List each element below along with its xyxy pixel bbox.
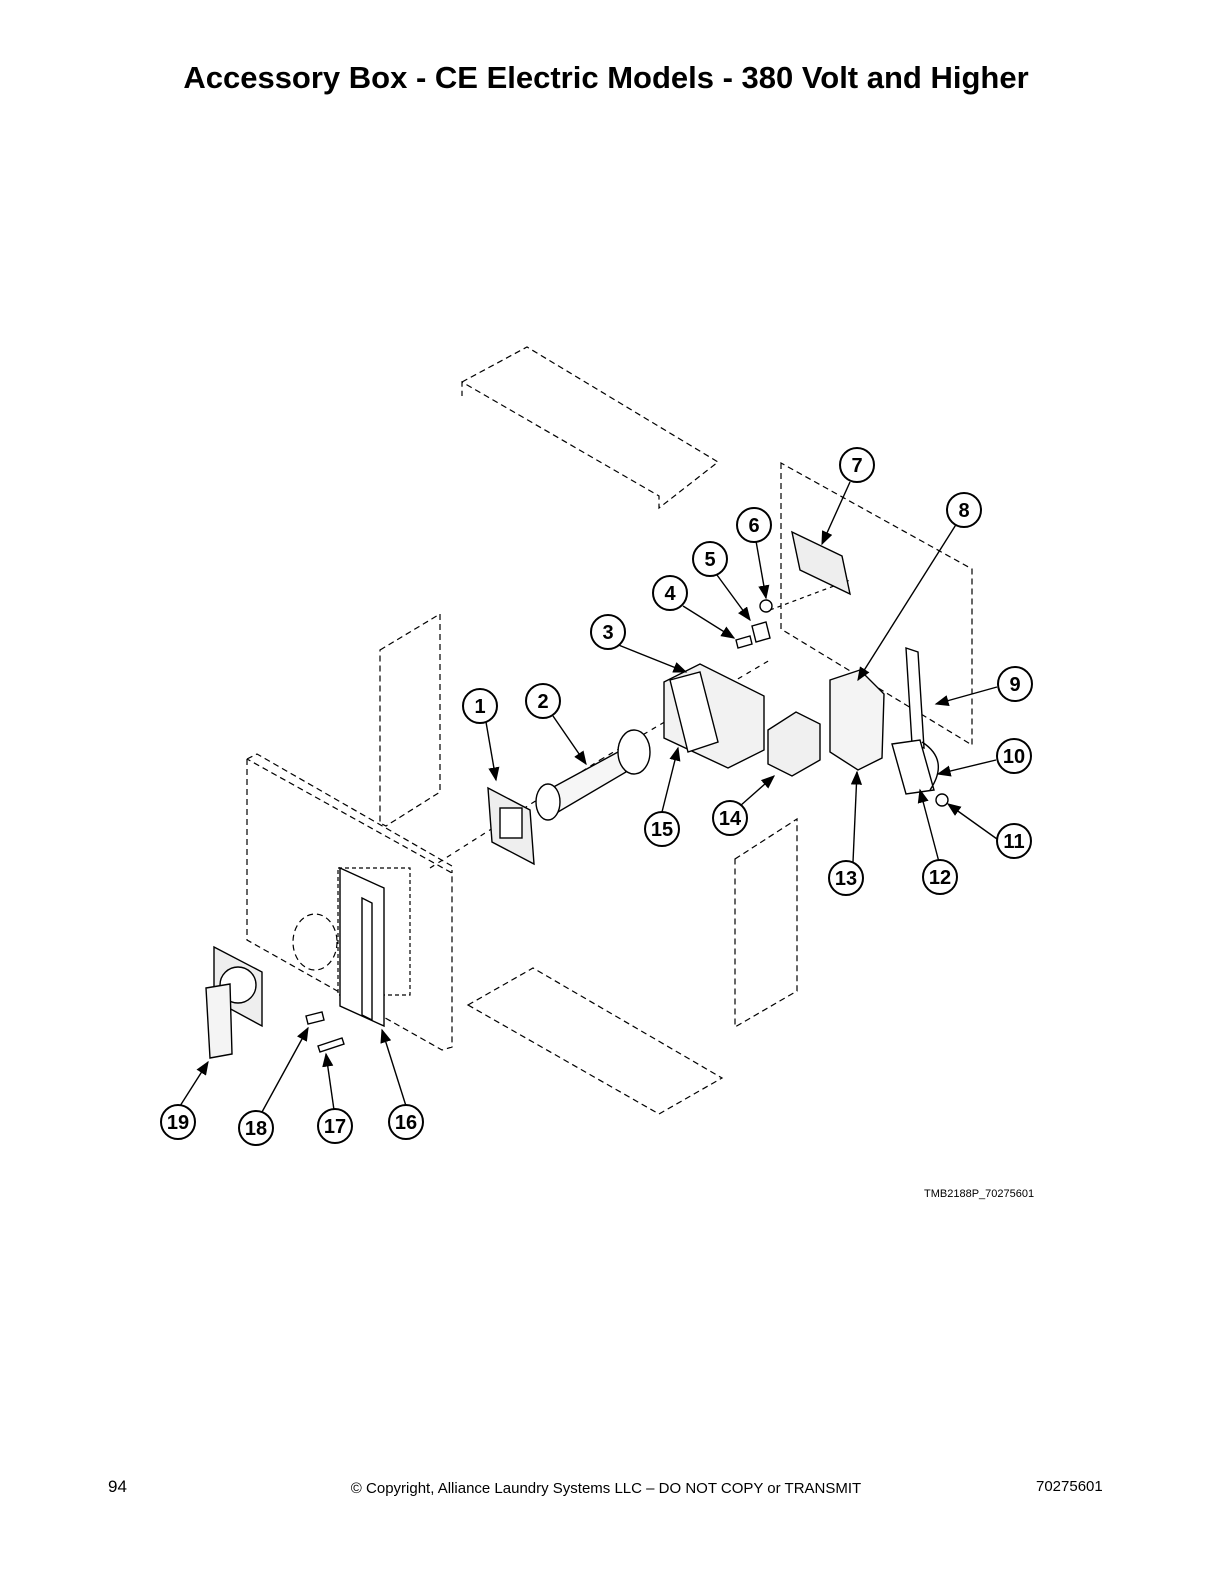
leader-lines [179, 481, 998, 1113]
callout-18: 18 [238, 1110, 274, 1146]
callout-15-label: 15 [651, 819, 673, 841]
callout-5: 5 [692, 541, 728, 577]
top-panel [461, 346, 720, 510]
callout-4: 4 [652, 575, 688, 611]
callout-2-label: 2 [537, 691, 548, 713]
callout-8: 8 [946, 492, 982, 528]
terminal-cover [767, 711, 821, 777]
handle-hole [292, 913, 338, 971]
callout-10: 10 [996, 738, 1032, 774]
callout-5-label: 5 [704, 549, 715, 571]
screw-11 [935, 793, 949, 807]
callout-14-label: 14 [719, 808, 742, 830]
screw-4 [735, 635, 753, 649]
copyright-notice: © Copyright, Alliance Laundry Systems LL… [350, 1480, 862, 1497]
drawing-id: TMB2188P_70275601 [924, 1188, 1035, 1200]
wire-10 [921, 741, 939, 791]
callout-11-label: 11 [1003, 831, 1024, 853]
callout-16-label: 16 [395, 1112, 417, 1134]
document-number: 70275601 [1036, 1478, 1103, 1495]
page-title: Accessory Box - CE Electric Models - 380… [183, 60, 1029, 95]
callout-11: 11 [996, 823, 1032, 859]
parts [205, 530, 949, 1059]
callouts: 1 2 3 4 5 6 7 8 9 10 11 12 13 14 15 16 1… [160, 447, 1033, 1146]
callout-10-label: 10 [1003, 746, 1025, 768]
rear-panel [780, 461, 973, 747]
callout-13: 13 [828, 860, 864, 896]
callout-4-label: 4 [664, 583, 676, 605]
coupling-disc [617, 729, 651, 775]
right-panel [734, 817, 798, 1029]
nut-6 [759, 599, 773, 613]
terminal-block [829, 669, 885, 771]
callout-7-label: 7 [851, 455, 862, 477]
callout-8-label: 8 [958, 500, 969, 522]
page-number: 94 [108, 1477, 127, 1496]
callout-14: 14 [712, 800, 748, 836]
callout-18-label: 18 [245, 1118, 267, 1140]
enclosure-panels [246, 346, 973, 1115]
callout-1-label: 1 [474, 696, 485, 718]
callout-9: 9 [997, 666, 1033, 702]
callout-13-label: 13 [835, 868, 857, 890]
breaker-axis [769, 579, 851, 611]
clip-5 [751, 621, 771, 643]
fuse-holder [891, 739, 935, 795]
callout-3-label: 3 [602, 622, 613, 644]
screw-17 [317, 1037, 345, 1053]
cutout [337, 867, 411, 996]
callout-17-label: 17 [324, 1116, 346, 1138]
callout-3: 3 [590, 614, 626, 650]
callout-17: 17 [317, 1108, 353, 1144]
callout-19: 19 [160, 1104, 196, 1140]
callout-15: 15 [644, 811, 680, 847]
breaker [791, 530, 851, 596]
callout-1: 1 [462, 688, 498, 724]
screw-18 [305, 1011, 325, 1025]
callout-9-label: 9 [1009, 674, 1020, 696]
callout-12: 12 [922, 859, 958, 895]
front-panel-edge [246, 753, 453, 873]
left-panel [379, 612, 441, 827]
din-rail [905, 647, 925, 749]
callout-19-label: 19 [167, 1112, 189, 1134]
callout-12-label: 12 [929, 867, 951, 889]
front-panel [246, 758, 453, 1051]
callout-7: 7 [839, 447, 875, 483]
callout-6-label: 6 [748, 515, 759, 537]
callout-16: 16 [388, 1104, 424, 1140]
callout-2: 2 [525, 683, 561, 719]
bottom-panel [466, 967, 724, 1115]
callout-6: 6 [736, 507, 772, 543]
